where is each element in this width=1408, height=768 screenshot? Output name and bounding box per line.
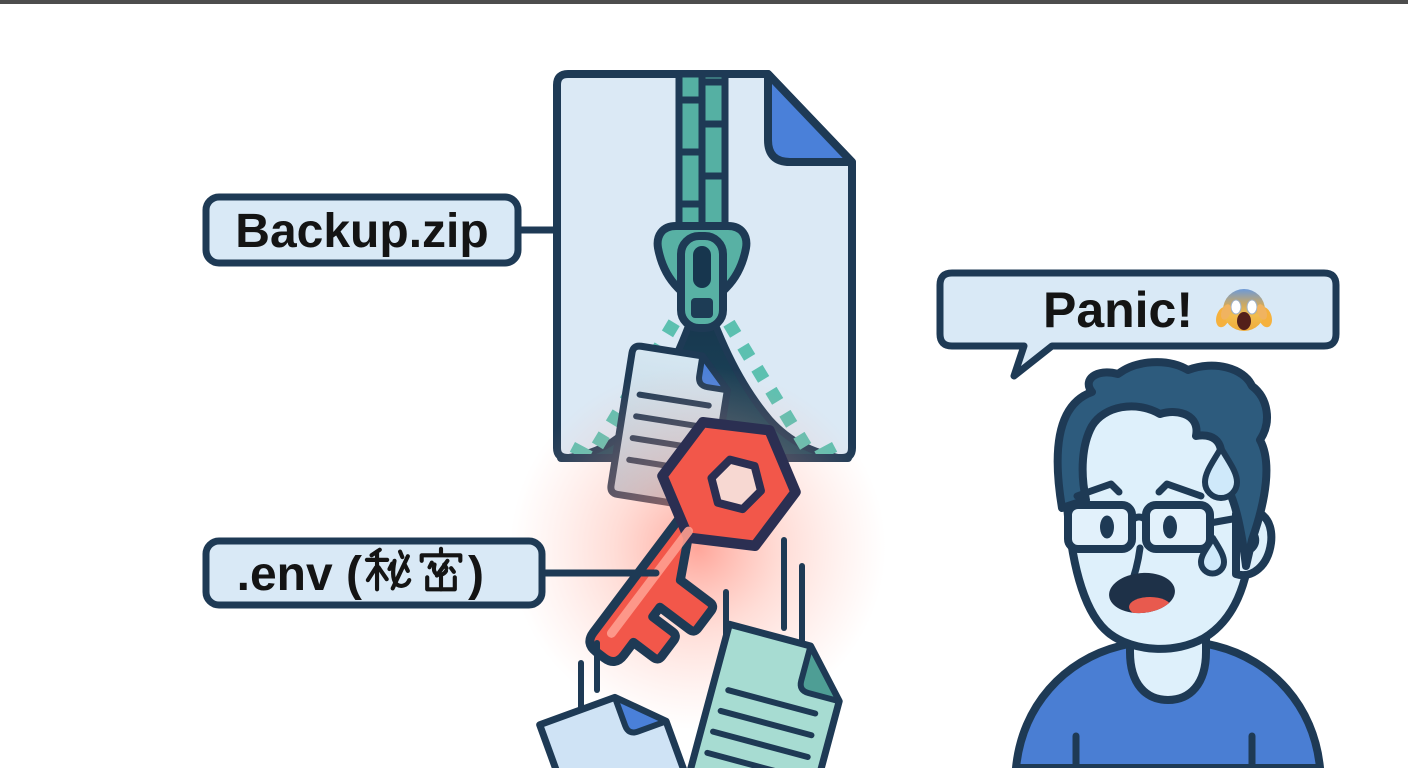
env-label-prefix: .env ( [237,548,362,601]
corner-fold [764,70,856,166]
key-hole [707,455,765,514]
zipper-pull-tab [677,232,727,332]
top-bar [0,0,1408,4]
kanji-mitsu-glyph [419,546,463,592]
hair [1053,358,1271,570]
shirt-seams [1072,732,1256,768]
motion-lines [578,537,805,716]
glasses-temple [1206,514,1242,527]
env-label: .env ( ) [202,537,660,609]
speech-bubble-text: Panic! [1043,282,1193,338]
falling-document-left-icon [536,693,715,768]
eyebrows [1073,480,1205,500]
kanji-hi-glyph [364,547,412,592]
mouth [1109,572,1175,616]
key-highlight [606,526,693,638]
zipper-slider [653,222,751,332]
zipper-track [675,70,729,250]
backup-label: Backup.zip [202,193,561,267]
scream-emoji-icon [1216,289,1272,331]
key-icon [585,417,801,666]
env-label-suffix: ) [468,548,484,601]
falling-document-right-icon [676,620,843,768]
glasses-bridge [1128,513,1150,524]
document-lines [704,687,819,768]
eyes [1100,515,1177,539]
panicked-person [1012,358,1324,768]
sweat-drop-small [1198,535,1227,577]
speech-bubble: Panic! [936,269,1340,380]
right-lens [1142,501,1214,553]
sweat-drop-large [1202,445,1240,501]
backup-label-text: Backup.zip [235,205,488,258]
